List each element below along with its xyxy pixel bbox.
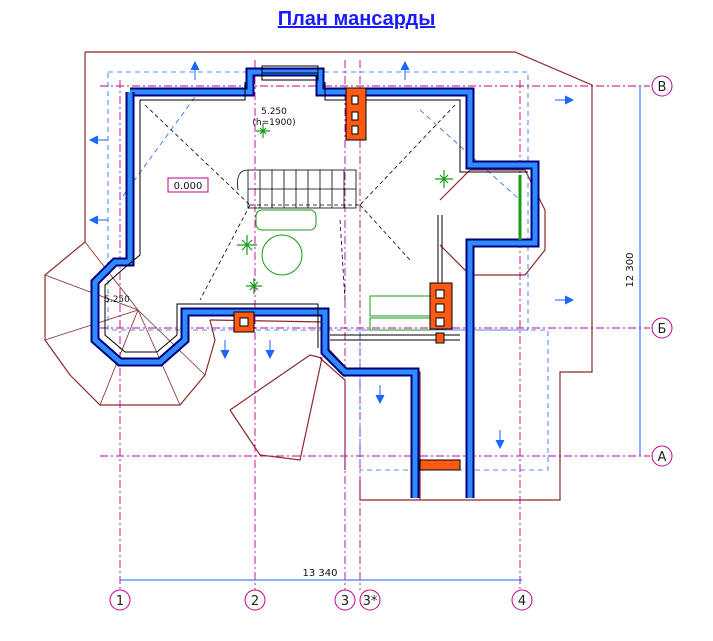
col-axis-markers — [109, 589, 533, 611]
page-title: План мансарды — [277, 8, 436, 30]
floor-level-box — [167, 177, 209, 193]
axis-label-row-v: В — [658, 80, 667, 95]
window — [261, 65, 319, 81]
ridge-level: 5.250 — [261, 107, 287, 117]
floor-level: 0.000 — [174, 181, 203, 192]
staircase[interactable] — [237, 169, 357, 209]
exterior-walls — [90, 67, 540, 498]
interior-ridge-lines — [144, 104, 456, 301]
axis-label-col-3: 3 — [341, 594, 349, 609]
axis-label-col-2: 2 — [251, 594, 259, 609]
slope-arrows — [88, 60, 575, 450]
dimension-height: 12 300 — [625, 253, 636, 288]
chimney — [233, 87, 461, 471]
axis-label-col-3star: 3* — [363, 594, 378, 609]
axis-label-row-b: Б — [658, 322, 667, 337]
axis-label-row-a: А — [658, 450, 667, 465]
roof-slope-guides — [107, 71, 549, 471]
turret-level: 5.250 — [104, 295, 130, 305]
ridge-level-note: (h=1900) — [252, 118, 295, 128]
axis-label-col-4: 4 — [518, 594, 526, 609]
row-axis-markers — [651, 75, 673, 467]
dimension-lines — [120, 86, 641, 581]
dimension-width: 13 340 — [303, 568, 338, 579]
bathtub — [255, 209, 317, 276]
plant-icon — [237, 124, 453, 294]
axis-label-col-1: 1 — [116, 594, 124, 609]
